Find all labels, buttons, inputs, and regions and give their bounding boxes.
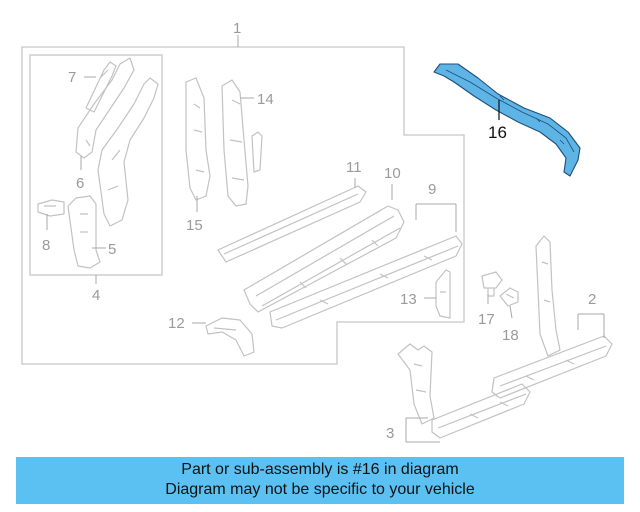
callout-4: 4 (92, 287, 100, 304)
leader-18 (509, 305, 513, 319)
callout-8: 8 (42, 237, 50, 254)
part-10-shape (243, 205, 405, 313)
callout-7: 7 (68, 69, 76, 86)
part-14-shape (221, 79, 249, 207)
part-2-pillar (535, 235, 561, 357)
part-12-shape (205, 317, 255, 357)
callout-11: 11 (346, 159, 362, 176)
callout-13: 13 (400, 291, 417, 308)
part-16-detail (445, 69, 575, 153)
parts-diagram: 1 4 7 6 8 5 15 14 11 10 9 12 13 (21, 20, 613, 443)
part-3-pillar (397, 343, 435, 425)
callout-14: 14 (257, 91, 274, 108)
assembly-frame-1 (21, 46, 465, 365)
part-14-strip (251, 131, 263, 173)
callout-2: 2 (588, 291, 596, 308)
callout-16: 16 (488, 123, 507, 142)
part-18-shape (499, 287, 519, 307)
banner-line-1: Part or sub-assembly is #16 in diagram (181, 461, 459, 478)
callout-5: 5 (108, 241, 116, 258)
callout-9: 9 (428, 181, 436, 198)
callout-17: 17 (478, 311, 495, 328)
part-13-shape (435, 269, 451, 319)
part-16-highlighted[interactable] (433, 63, 581, 177)
part-9-shape (269, 235, 463, 329)
callout-10: 10 (384, 165, 401, 182)
part-3-sill (431, 383, 531, 439)
part-15-shape (185, 77, 211, 201)
banner-line-2: Diagram may not be specific to your vehi… (165, 481, 475, 498)
callout-3: 3 (386, 425, 394, 442)
part-7-shape (85, 61, 117, 113)
info-banner: Part or sub-assembly is #16 in diagram D… (16, 457, 624, 504)
part-11-shape (217, 185, 367, 263)
callout-6: 6 (76, 175, 84, 192)
part-5-shape (67, 195, 101, 269)
callout-15: 15 (186, 217, 203, 234)
part-2-sill (491, 335, 613, 399)
part-6-shape (75, 57, 135, 159)
callout-1: 1 (233, 20, 241, 37)
part-pillar-inner (97, 77, 159, 227)
part-8-shape (37, 199, 65, 217)
diagram-canvas: 1 4 7 6 8 5 15 14 11 10 9 12 13 (21, 20, 613, 443)
callout-18: 18 (502, 327, 519, 344)
callout-12: 12 (168, 315, 185, 332)
part-17-shape (481, 271, 503, 297)
